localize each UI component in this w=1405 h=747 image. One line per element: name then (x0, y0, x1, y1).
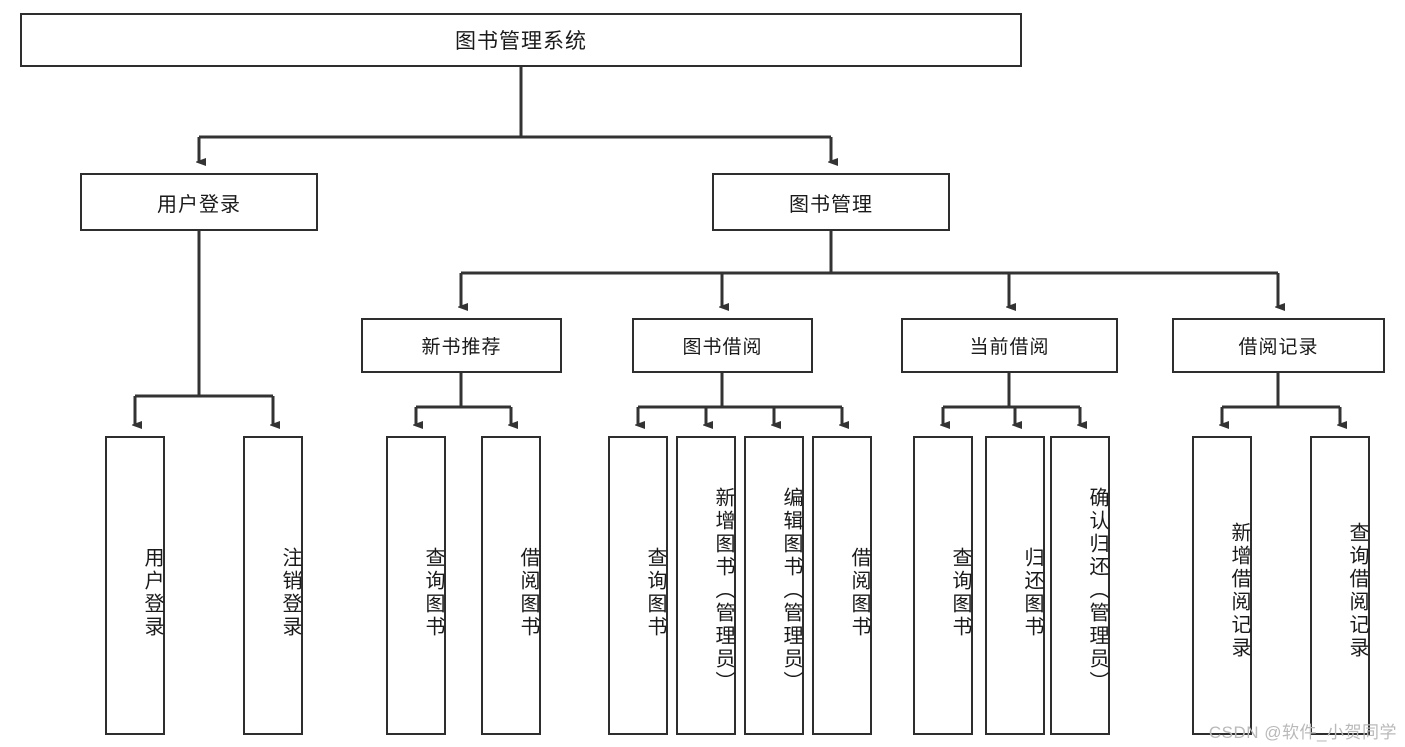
node-borrow-record-label: 借阅记录 (1238, 337, 1319, 358)
node-new-book-rec-label: 新书推荐 (421, 337, 502, 358)
node-user-login[interactable]: 用户登录 (80, 173, 318, 231)
node-leaf-confirm-return-label: 确认归还（管理员） (1086, 487, 1108, 694)
node-leaf-query-book-1-label: 查询图书 (422, 546, 444, 639)
node-leaf-query-book-3-label: 查询图书 (949, 546, 971, 639)
node-user-login-label: 用户登录 (157, 193, 241, 216)
node-leaf-return-book[interactable]: 归还图书 (985, 436, 1045, 735)
node-leaf-add-book[interactable]: 新增图书（管理员） (676, 436, 736, 735)
node-leaf-query-book-1[interactable]: 查询图书 (386, 436, 446, 735)
node-book-manage-label: 图书管理 (789, 193, 873, 216)
node-leaf-borrow-book-2[interactable]: 借阅图书 (812, 436, 872, 735)
node-leaf-edit-book[interactable]: 编辑图书（管理员） (744, 436, 804, 735)
node-current-borrow[interactable]: 当前借阅 (901, 318, 1118, 373)
node-leaf-user-login-label: 用户登录 (141, 546, 163, 639)
node-leaf-borrow-book-1[interactable]: 借阅图书 (481, 436, 541, 735)
node-root[interactable]: 图书管理系统 (20, 13, 1022, 67)
node-root-label: 图书管理系统 (455, 30, 587, 53)
node-leaf-add-book-label: 新增图书（管理员） (712, 487, 734, 694)
node-leaf-edit-book-label: 编辑图书（管理员） (780, 487, 802, 694)
node-book-borrow-label: 图书借阅 (682, 337, 763, 358)
node-new-book-rec[interactable]: 新书推荐 (361, 318, 562, 373)
node-leaf-query-book-2-label: 查询图书 (644, 546, 666, 639)
node-leaf-user-logout-label: 注销登录 (279, 546, 301, 639)
node-leaf-user-logout[interactable]: 注销登录 (243, 436, 303, 735)
node-leaf-return-book-label: 归还图书 (1021, 546, 1043, 639)
node-leaf-query-record[interactable]: 查询借阅记录 (1310, 436, 1370, 735)
node-leaf-query-record-label: 查询借阅记录 (1346, 521, 1368, 660)
node-book-manage[interactable]: 图书管理 (712, 173, 950, 231)
node-leaf-confirm-return[interactable]: 确认归还（管理员） (1050, 436, 1110, 735)
node-leaf-borrow-book-2-label: 借阅图书 (848, 546, 870, 639)
node-leaf-add-record[interactable]: 新增借阅记录 (1192, 436, 1252, 735)
node-leaf-add-record-label: 新增借阅记录 (1228, 521, 1250, 660)
node-book-borrow[interactable]: 图书借阅 (632, 318, 813, 373)
watermark: CSDN @软件_小贺同学 (1208, 723, 1397, 742)
node-leaf-borrow-book-1-label: 借阅图书 (517, 546, 539, 639)
node-leaf-query-book-3[interactable]: 查询图书 (913, 436, 973, 735)
node-leaf-user-login[interactable]: 用户登录 (105, 436, 165, 735)
node-current-borrow-label: 当前借阅 (969, 337, 1050, 358)
node-leaf-query-book-2[interactable]: 查询图书 (608, 436, 668, 735)
node-borrow-record[interactable]: 借阅记录 (1172, 318, 1385, 373)
